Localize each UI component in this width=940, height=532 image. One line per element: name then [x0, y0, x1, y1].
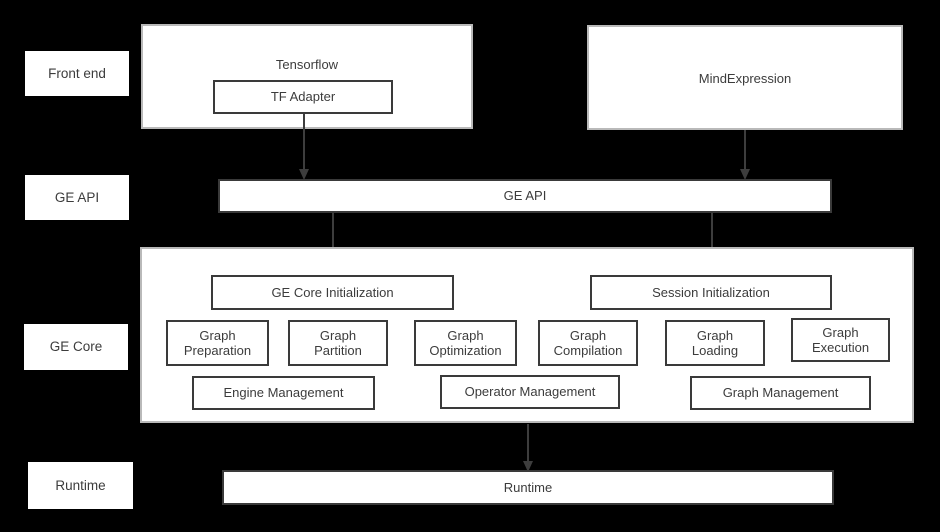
layer-label-text: GE Core — [49, 339, 103, 355]
graph-execution-box: Graph Execution — [791, 318, 890, 362]
engine-management-box: Engine Management — [192, 376, 375, 410]
mindexpression-container: MindExpression — [587, 25, 903, 130]
session-initialization-label: Session Initialization — [652, 284, 770, 300]
layer-label-text: GE API — [54, 189, 100, 205]
engine-management-label: Engine Management — [223, 385, 344, 401]
layer-label-ge-api: GE API — [25, 175, 129, 220]
layer-label-ge-core: GE Core — [24, 324, 128, 370]
tf-adapter-box: TF Adapter — [213, 80, 393, 114]
tensorflow-title: Tensorflow — [275, 57, 339, 72]
graph-preparation-label: Graph Preparation — [183, 327, 252, 358]
tf-adapter-label: TF Adapter — [270, 89, 336, 105]
graph-compilation-label: Graph Compilation — [553, 327, 623, 358]
runtime-bar-label: Runtime — [503, 479, 553, 495]
graph-compilation-box: Graph Compilation — [538, 320, 638, 366]
runtime-bar: Runtime — [222, 470, 834, 505]
session-initialization-box: Session Initialization — [590, 275, 832, 310]
graph-preparation-box: Graph Preparation — [166, 320, 269, 366]
graph-management-box: Graph Management — [690, 376, 871, 410]
graph-optimization-box: Graph Optimization — [414, 320, 517, 366]
ge-core-initialization-label: GE Core Initialization — [271, 284, 394, 300]
ge-api-bar: GE API — [218, 179, 832, 213]
graph-execution-label: Graph Execution — [811, 324, 870, 355]
layer-label-runtime: Runtime — [28, 462, 133, 509]
graph-optimization-label: Graph Optimization — [429, 327, 502, 358]
layer-label-text: Runtime — [55, 477, 106, 493]
graph-partition-label: Graph Partition — [314, 327, 362, 358]
graph-partition-box: Graph Partition — [288, 320, 388, 366]
layer-label-front-end: Front end — [25, 51, 129, 96]
graph-management-label: Graph Management — [722, 385, 839, 401]
graph-loading-box: Graph Loading — [665, 320, 765, 366]
mindexpression-title: MindExpression — [698, 71, 792, 86]
ge-core-initialization-box: GE Core Initialization — [211, 275, 454, 310]
graph-loading-label: Graph Loading — [691, 327, 739, 358]
operator-management-label: Operator Management — [464, 384, 596, 400]
ge-api-bar-label: GE API — [503, 188, 547, 204]
layer-label-text: Front end — [48, 65, 106, 81]
operator-management-box: Operator Management — [440, 375, 620, 409]
